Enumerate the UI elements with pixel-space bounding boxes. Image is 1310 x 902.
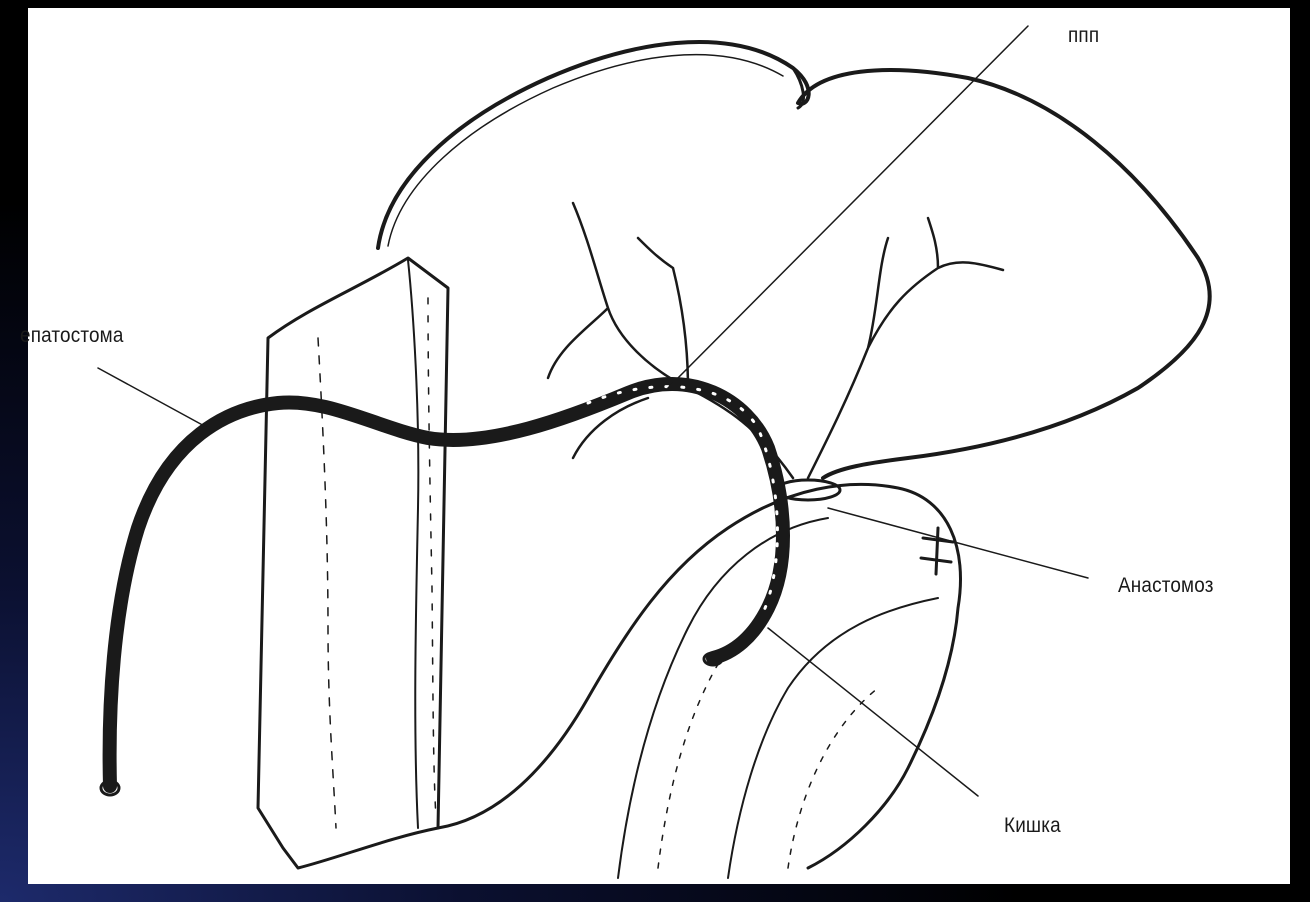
bile-duct-right-branch: [808, 218, 1003, 478]
leader-line-kishka: [768, 628, 978, 796]
leader-line-hepatostoma: [98, 368, 208, 428]
abdominal-wall: [258, 258, 448, 868]
intestine-fold-2: [788, 688, 878, 868]
abdominal-wall-edge: [408, 260, 418, 828]
intestine-outline: [438, 484, 961, 868]
label-kishka: Кишка: [1004, 814, 1061, 838]
label-anastomoz: Анастомоз: [1118, 574, 1214, 598]
abdominal-wall-dash-2: [428, 298, 436, 818]
liver-outline-inner: [388, 55, 783, 246]
drainage-tube: [110, 384, 783, 786]
label-top-cut: ппп: [1068, 24, 1099, 48]
label-hepatostoma: епатостома: [20, 324, 124, 348]
liver-outline: [378, 42, 1210, 478]
liver-drainage-illustration: [28, 8, 1290, 884]
intestine-fold: [658, 648, 728, 868]
illustration-panel: епатостома Анастомоз Кишка ппп: [28, 8, 1290, 884]
leader-line-top: [668, 26, 1028, 388]
leader-line-anastomoz: [828, 508, 1088, 578]
